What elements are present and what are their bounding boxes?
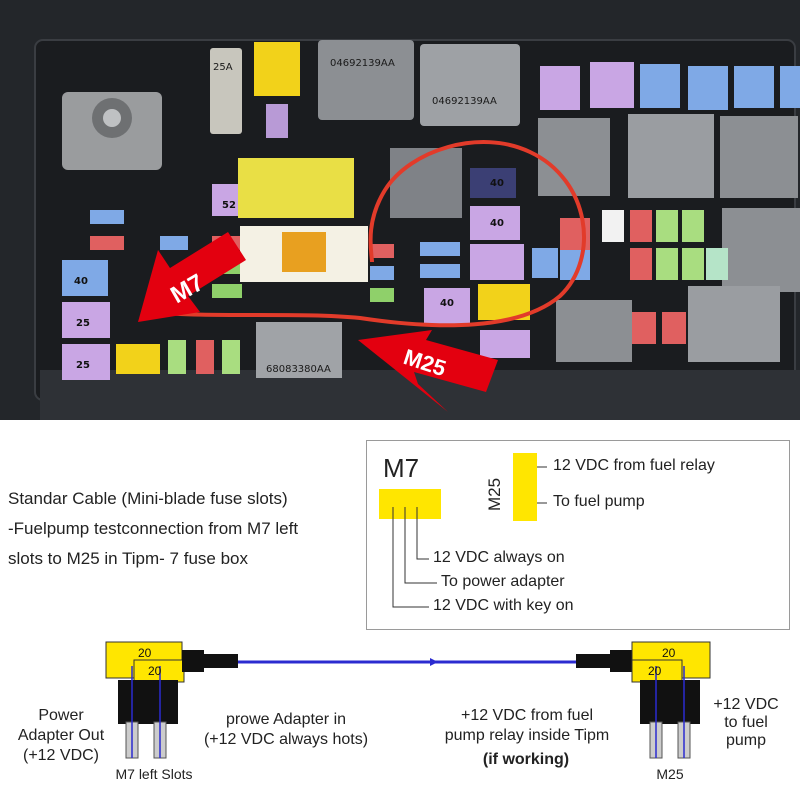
legend-leader-lines	[392, 466, 547, 608]
fuse-label-52: 52	[222, 200, 236, 211]
relay-bank-right: 68083380AA	[256, 114, 800, 378]
relay-code-1: 04692139AA	[330, 58, 395, 69]
fuse-label-40d: 40	[440, 298, 454, 309]
m7-fuse-icon	[379, 489, 441, 519]
red-test-wire	[151, 140, 586, 328]
tap-fuse	[282, 232, 326, 272]
description-text: Standar Cable (Mini-blade fuse slots) -F…	[8, 484, 368, 574]
fuel-pump-label: +12 VDC to fuel pump	[713, 696, 779, 749]
m7-title: M7	[383, 453, 420, 483]
arrow-m25-icon: M25	[358, 330, 498, 412]
m25-fuse-icon	[513, 453, 537, 521]
maxi-fuses-left: 40 25 25	[62, 260, 160, 380]
m7-slots-label: M7 left Slots	[115, 766, 193, 782]
m25-slot-label: M25	[656, 766, 684, 782]
fuse-box-illustration: 04692139AA 04692139AA 25A 68083380AA	[0, 0, 800, 420]
fuse-25a-label: 25A	[213, 62, 233, 73]
fuse-25a	[210, 48, 242, 134]
j-case-fuses: 40 40 40 52	[212, 158, 530, 358]
m7-line-1: 12 VDC always on	[433, 549, 565, 566]
m25-bottom-label: To fuel pump	[553, 493, 645, 510]
relay-code-2: 04692139AA	[432, 96, 497, 107]
fuse-label-40b: 40	[490, 178, 504, 189]
yellow-cartridge-fuse	[254, 42, 300, 96]
relay-2	[420, 44, 520, 126]
fuse-box-photo: 04692139AA 04692139AA 25A 68083380AA	[0, 0, 800, 420]
fuel-relay-label: +12 VDC from fuel pump relay inside Tipm	[444, 707, 610, 744]
prowe-adapter-label: prowe Adapter in (+12 VDC always hots)	[203, 711, 369, 748]
fuse-label-40a: 40	[74, 276, 88, 287]
relay-code-3: 68083380AA	[266, 364, 331, 375]
description-line-1: Standar Cable (Mini-blade fuse slots)	[8, 489, 288, 508]
left-fuse-inner-value: 20	[148, 664, 162, 678]
fuse-label-25b: 25	[76, 360, 90, 371]
fuse-purple-top	[266, 104, 288, 138]
right-fuse-top-value: 20	[662, 646, 676, 660]
adapter-wiring-diagram: 20 20 20 20 Power Adapter Out (+12 VDC) …	[0, 630, 800, 800]
m7-line-2: To power adapter	[441, 573, 565, 590]
m7-line-3: 12 VDC with key on	[433, 597, 574, 614]
wiring-illustration: 20 20 20 20	[105, 641, 711, 759]
if-working-label: (if working)	[482, 751, 570, 768]
description-line-3: slots to M25 in Tipm- 7 fuse box	[8, 549, 248, 568]
fuse-label-40c: 40	[490, 218, 504, 229]
m25-top-label: 12 VDC from fuel relay	[553, 457, 715, 474]
pinout-legend: M7 M25 12 VDC from fuel relay To fuel pu…	[366, 440, 790, 630]
description-line-2: -Fuelpump testconnection from M7 left	[8, 519, 299, 538]
power-adapter-label: Power Adapter Out (+12 VDC)	[17, 707, 105, 764]
relay-1	[318, 40, 414, 120]
fuse-row-top	[540, 62, 800, 110]
right-fuse-inner-value: 20	[648, 664, 662, 678]
left-fuse-top-value: 20	[138, 646, 152, 660]
fuse-label-25a: 25	[76, 318, 90, 329]
